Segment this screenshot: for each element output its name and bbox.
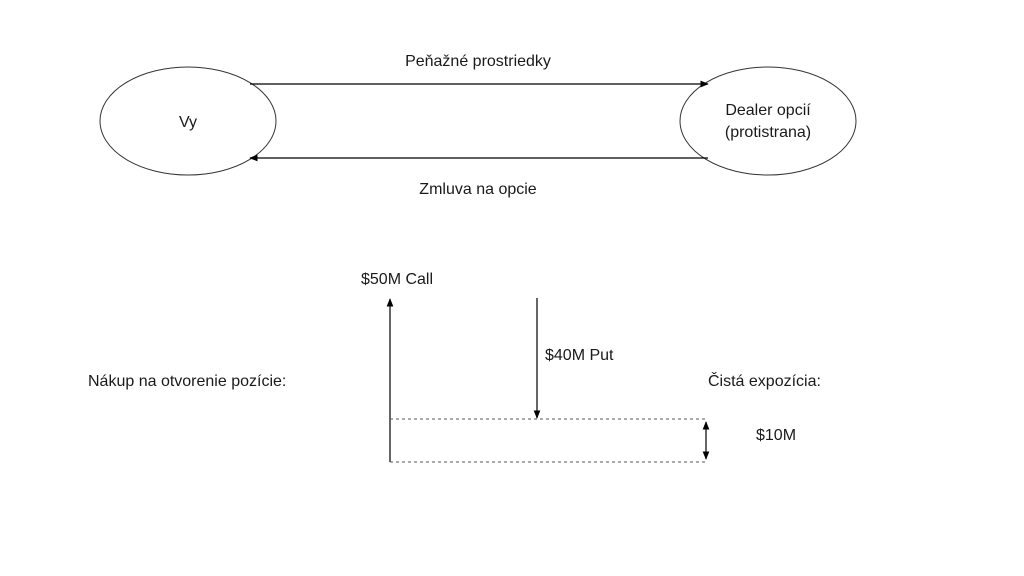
dealer-node-label-line2: (protistrana) — [725, 124, 811, 141]
you-node: Vy — [99, 66, 277, 176]
call-label: $50M Call — [361, 271, 433, 288]
you-node-outline — [99, 66, 277, 176]
you-node-label: Vy — [179, 114, 197, 131]
dealer-node: Dealer opcií (protistrana) — [679, 66, 857, 176]
net-exposure-caption: Čistá expozícia: — [708, 371, 821, 390]
dealer-node-outline — [679, 66, 857, 176]
contract-flow-label: Zmluva na opcie — [419, 181, 536, 198]
net-exposure-label: $10M — [756, 427, 796, 444]
cash-flow-label: Peňažné prostriedky — [405, 53, 551, 70]
put-label: $40M Put — [545, 347, 614, 364]
dealer-node-label-line1: Dealer opcií — [725, 102, 811, 119]
open-position-caption: Nákup na otvorenie pozície: — [88, 373, 286, 390]
